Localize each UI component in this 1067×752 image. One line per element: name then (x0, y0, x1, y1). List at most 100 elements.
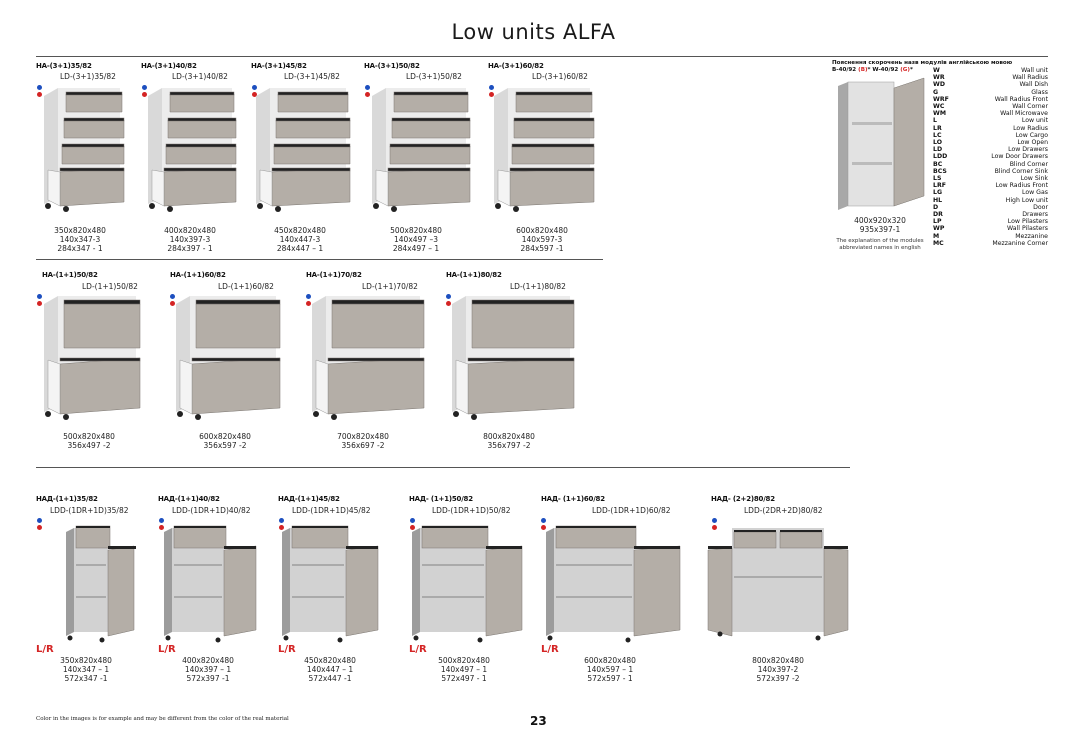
door-drawer-unit-image (66, 525, 136, 643)
legend-note: The explanation of the modules abbreviat… (836, 238, 924, 251)
legend-meaning: Low Door Drawers (991, 153, 1048, 161)
color-dots (37, 294, 43, 308)
drawer-unit-image (256, 88, 351, 212)
legend-meaning: Wall Radius Front (994, 95, 1048, 103)
legend-abbreviation: M (933, 232, 940, 240)
left-right-mark: L/R (278, 644, 296, 655)
drawer-unit-image (44, 296, 141, 420)
dim-line: 600x820x480 (516, 226, 568, 235)
legend-meaning: Door (1033, 203, 1048, 211)
dim-line: 140x447 – 1 (306, 665, 354, 674)
red-dot (252, 92, 257, 97)
door-drawer-unit-image (282, 525, 379, 643)
blue-dot (446, 294, 451, 299)
unit-dims: 800x820x480 140x397-2 572x397 -2 (734, 656, 822, 683)
dim-line: 140x347 – 1 (62, 665, 110, 674)
unit-alias: LD-(1+1)80/82 (510, 282, 566, 291)
blue-dot (252, 85, 257, 90)
red-dot (142, 92, 147, 97)
legend-row: WR Wall Radius (933, 74, 1048, 81)
unit-dims: 500x820x480 140x497 – 1 572x497 - 1 (420, 656, 508, 683)
unit-code: HAД-(1+1)45/82 (278, 495, 340, 503)
legend-meaning: Wall Radius (1012, 74, 1048, 82)
unit-alias: LD-(1+1)60/82 (218, 282, 274, 291)
unit-dims: 400x820x480 140x397-3 284x397 - 1 (146, 226, 234, 253)
dim-line: 572x447 -1 (308, 674, 352, 683)
dim-line: 140x597 – 1 (586, 665, 634, 674)
unit-dims: 350x820x480 140x347 – 1 572x347 -1 (42, 656, 130, 683)
legend-meaning: High Low unit (1005, 196, 1048, 204)
dim-line: 500x820x480 (438, 656, 490, 665)
legend-abbreviation: WR (933, 74, 945, 82)
dim-line: 450x820x480 (304, 656, 356, 665)
dim-line: 140x397-2 (757, 665, 799, 674)
legend-abbreviation: LP (933, 218, 942, 226)
footer-disclaimer: Color in the images is for example and m… (36, 716, 289, 722)
left-right-mark: L/R (541, 644, 559, 655)
unit-alias: LD-(3+1)60/82 (532, 72, 588, 81)
dim-line: 572x597 - 1 (587, 674, 633, 683)
drawer-unit-image (44, 88, 125, 212)
unit-code: HAД-(1+1)40/82 (158, 495, 220, 503)
title-rule (36, 56, 1048, 57)
page-number: 23 (530, 714, 547, 728)
legend-abbreviation: WD (933, 81, 945, 89)
color-dots (279, 518, 285, 532)
drawer-unit-image (372, 88, 471, 212)
unit-code: HA-(1+1)80/82 (446, 271, 502, 279)
dim-line: 140x397-3 (169, 235, 211, 244)
unit-alias: LD-(1+1)50/82 (82, 282, 138, 291)
dim-line: 600x820x480 (199, 432, 251, 441)
red-dot (306, 301, 311, 306)
color-dots (159, 518, 165, 532)
legend-meaning: Wall Dish (1019, 81, 1048, 89)
legend-example-red: (B) (858, 67, 868, 73)
legend-meaning: Low Radius Front (995, 182, 1048, 190)
unit-dims: 600x820x480 140x597-3 284x597 -1 (498, 226, 586, 253)
legend-heading-line: Пояснення скорочень назв модулів англійс… (832, 60, 1013, 66)
dim-line: 356x697 -2 (341, 441, 385, 450)
legend-abbreviation: MC (933, 239, 944, 247)
dim-line: 140x447-3 (279, 235, 321, 244)
unit-alias: LDD-(1DR+1D)40/82 (172, 506, 251, 515)
unit-alias: LD-(3+1)40/82 (172, 72, 228, 81)
unit-alias: LDD-(1DR+1D)45/82 (292, 506, 371, 515)
dim-line: 700x820x480 (337, 432, 389, 441)
dim-line: 572x397 -1 (186, 674, 230, 683)
red-dot (365, 92, 370, 97)
legend-row: WD Wall Dish (933, 81, 1048, 88)
door-drawer-unit-image (412, 525, 523, 643)
unit-code: HA-(1+1)50/82 (42, 271, 98, 279)
legend-meaning: Mezzanine Corner (992, 239, 1048, 247)
color-dots (170, 294, 176, 308)
dim-line: 356x797 -2 (487, 441, 531, 450)
drawer-unit-image (494, 88, 595, 212)
dim-line: 450x820x480 (274, 226, 326, 235)
dim-line: 935x397-1 (859, 225, 901, 234)
red-dot (159, 525, 164, 530)
red-dot (410, 525, 415, 530)
red-dot (712, 525, 717, 530)
color-dots (37, 85, 43, 99)
legend-abbreviation: BCS (933, 167, 947, 175)
legend-abbreviation: LC (933, 131, 942, 139)
dim-line: 400x820x480 (164, 226, 216, 235)
row2-rule (36, 467, 850, 468)
color-dots (489, 85, 495, 99)
left-right-mark: L/R (36, 644, 54, 655)
red-dot (541, 525, 546, 530)
legend-meaning: Low Sink (1020, 175, 1048, 183)
row1-rule (36, 259, 603, 260)
legend-abbreviation: HL (933, 196, 943, 204)
legend-meaning: Wall Pilasters (1007, 225, 1048, 233)
unit-dims: 450x820x480 140x447 – 1 572x447 -1 (286, 656, 374, 683)
dim-line: 284x347 - 1 (57, 244, 103, 253)
blue-dot (712, 518, 717, 523)
unit-alias: LD-(3+1)35/82 (60, 72, 116, 81)
